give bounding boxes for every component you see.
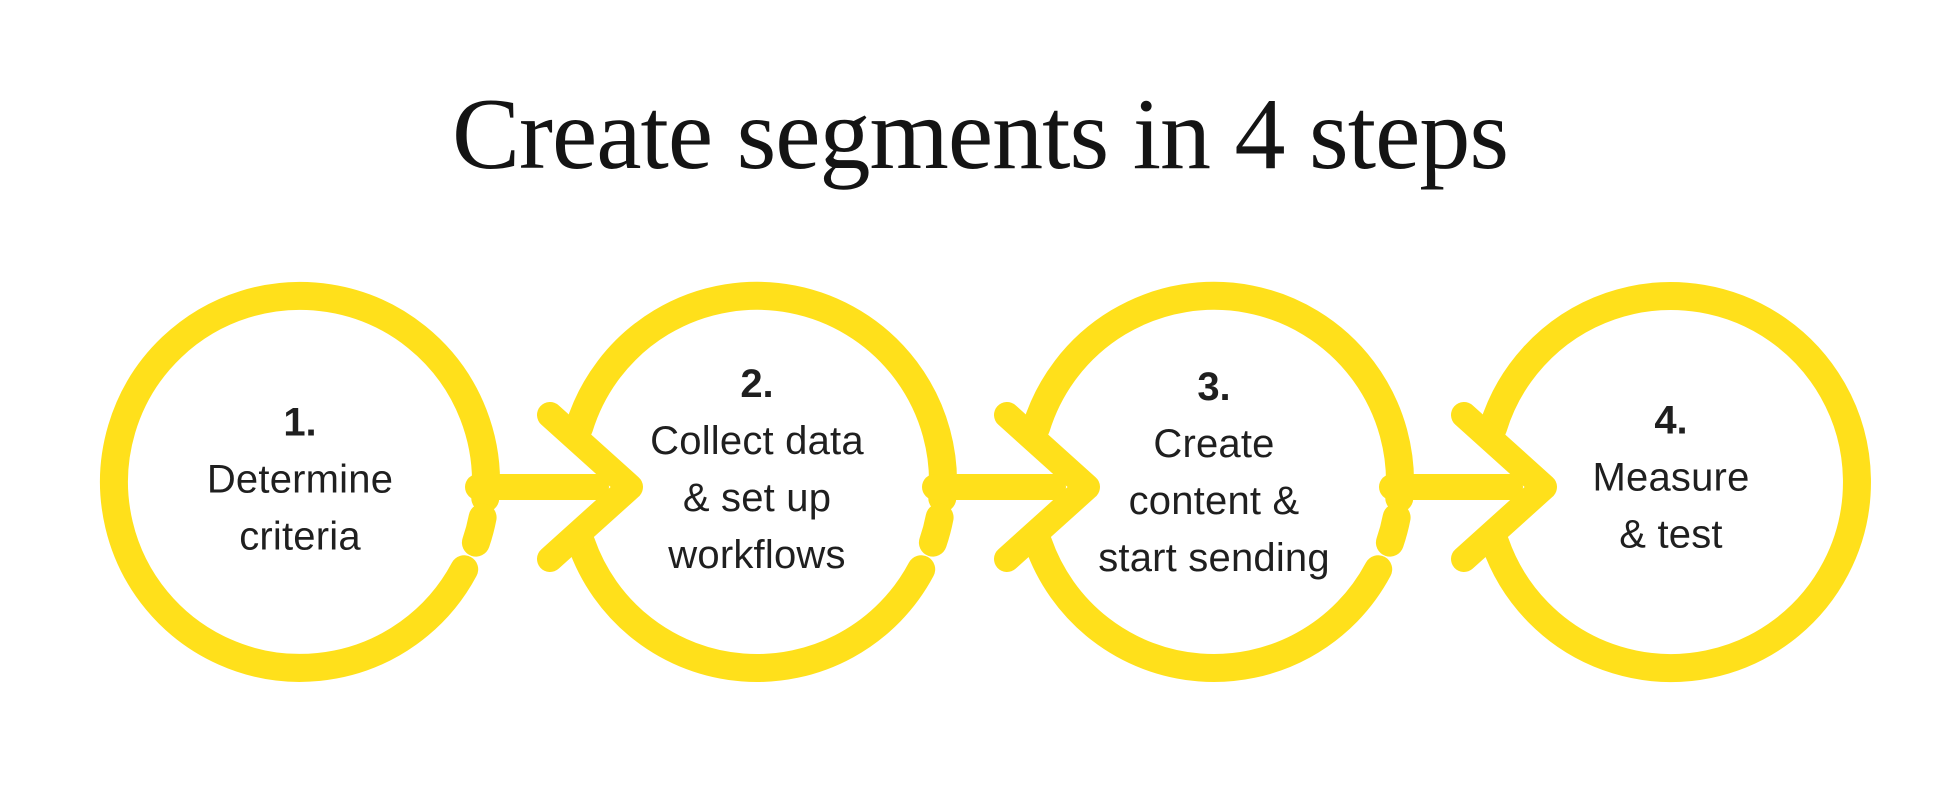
page-title: Create segments in 4 steps (451, 78, 1509, 191)
step-1-line-2: criteria (239, 514, 361, 559)
step-4-circle (1479, 282, 1871, 682)
step-1-line-1: Determine (206, 457, 394, 502)
step-2-number: 2. (740, 362, 774, 406)
step-3-circle-top (1022, 281, 1414, 513)
step-2-label: 2. Collect data & set up workflows (597, 356, 917, 584)
step-3-line-1: Create (1153, 422, 1275, 466)
arrow-3-head (1451, 402, 1557, 572)
step-2-circle-top (565, 281, 957, 513)
step-2-line-1: Collect data (650, 419, 864, 463)
step-2-circle (567, 528, 936, 682)
arrow-right-icon-3 (1379, 402, 1557, 572)
step-2-line-3: workflows (668, 533, 846, 577)
step-3-label: 3. Create content & start sending (1054, 359, 1374, 587)
step-1-number: 1. (283, 400, 317, 445)
step-4-line-1: Measure (1592, 455, 1750, 500)
step-4-label: 4. Measure & test (1511, 393, 1831, 564)
arrow-2-head (994, 402, 1100, 572)
step-3-number: 3. (1197, 365, 1231, 409)
step-1-circle (100, 281, 500, 682)
arrow-right-icon-1 (465, 402, 643, 572)
step-2-circle-dash (918, 503, 954, 557)
step-1-label: 1. Determine criteria (140, 395, 460, 566)
arrow-1-head (537, 402, 643, 572)
step-4-line-2: & test (1619, 512, 1723, 557)
step-3-line-3: start sending (1098, 536, 1330, 580)
step-2-line-2: & set up (682, 476, 832, 520)
step-3-line-2: content & (1128, 479, 1300, 523)
step-4-number: 4. (1654, 398, 1688, 443)
step-3-circle-dash (1375, 503, 1411, 557)
arrow-right-icon-2 (922, 402, 1100, 572)
step-1-circle-dash (461, 503, 497, 557)
step-3-circle (1024, 528, 1393, 682)
